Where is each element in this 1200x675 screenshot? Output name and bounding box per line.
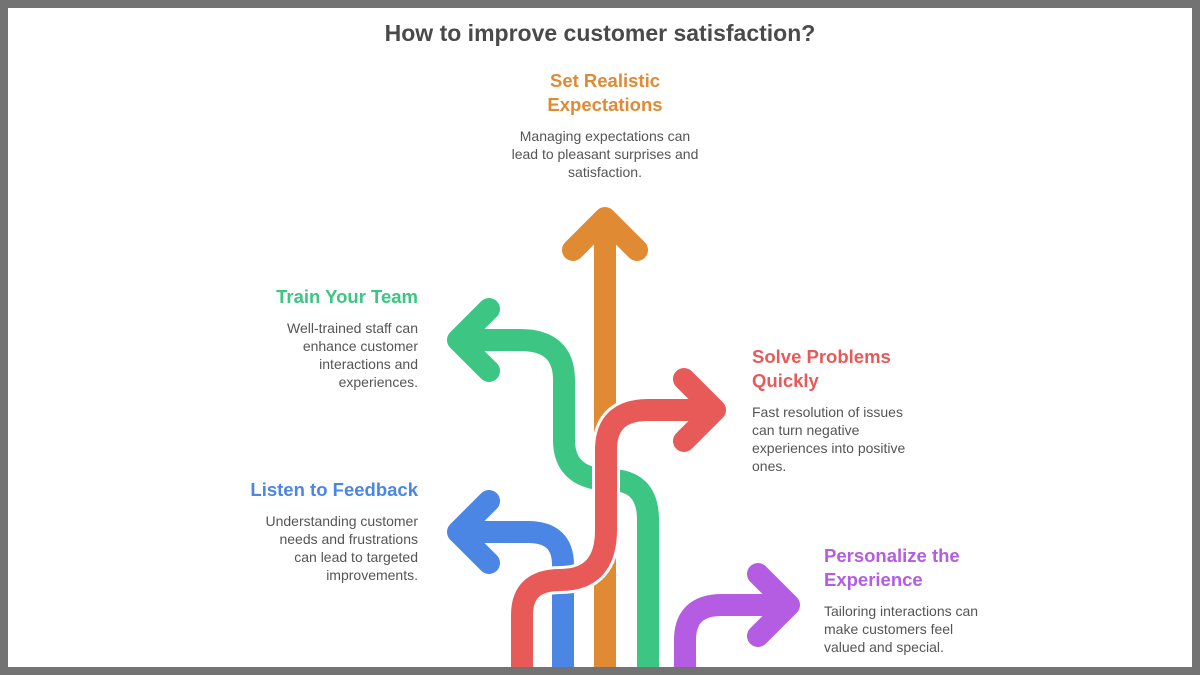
item-set-realistic-expectations: Set Realistic Expectations Managing expe… bbox=[470, 69, 740, 181]
description-line: Fast resolution of issues bbox=[752, 404, 903, 420]
red-right-arrow-icon bbox=[508, 368, 726, 667]
item-description: Managing expectations can lead to pleasa… bbox=[470, 127, 740, 181]
heading-line: Set Realistic bbox=[549, 70, 661, 91]
purple-right-arrow-icon bbox=[674, 563, 800, 667]
description-line: needs and frustrations bbox=[279, 531, 418, 547]
item-heading: Listen to Feedback bbox=[250, 479, 418, 500]
description-line: interactions and bbox=[319, 356, 418, 372]
heading-line: Experience bbox=[824, 569, 923, 590]
description-line: Managing expectations can bbox=[519, 128, 691, 144]
description-line: can lead to targeted bbox=[294, 549, 418, 565]
diagram-title: How to improve customer satisfaction? bbox=[384, 20, 816, 46]
item-heading: Set Realistic Expectations bbox=[470, 69, 740, 117]
item-description: Tailoring interactions can make customer… bbox=[824, 602, 1044, 656]
description-line: can turn negative bbox=[752, 422, 860, 438]
arrows-graphic bbox=[447, 207, 800, 667]
description-line: enhance customer bbox=[302, 338, 418, 354]
heading-line: Quickly bbox=[752, 370, 819, 391]
description-line: experiences. bbox=[338, 374, 418, 390]
description-line: ones. bbox=[752, 458, 787, 474]
description-line: Well-trained staff can bbox=[287, 320, 418, 336]
description-line: Tailoring interactions can bbox=[824, 603, 979, 619]
green-left-arrow-icon bbox=[447, 298, 662, 667]
item-personalize-the-experience: Personalize the Experience Tailoring int… bbox=[824, 544, 1044, 656]
description-line: valued and special. bbox=[824, 639, 944, 655]
item-description: Understanding customer needs and frustra… bbox=[198, 512, 418, 584]
item-heading: Train Your Team bbox=[276, 286, 418, 307]
item-heading: Personalize the Experience bbox=[824, 544, 1044, 592]
description-line: Understanding customer bbox=[265, 513, 418, 529]
item-description: Well-trained staff can enhance customer … bbox=[208, 319, 418, 391]
description-line: satisfaction. bbox=[568, 164, 642, 180]
heading-line: Personalize the bbox=[824, 545, 960, 566]
diagram-canvas: How to improve customer satisfaction? bbox=[8, 8, 1192, 667]
description-line: experiences into positive bbox=[752, 440, 906, 456]
description-line: improvements. bbox=[326, 567, 418, 583]
description-line: lead to pleasant surprises and bbox=[511, 146, 699, 162]
item-description: Fast resolution of issues can turn negat… bbox=[752, 403, 972, 475]
description-line: make customers feel bbox=[824, 621, 954, 637]
heading-line: Expectations bbox=[547, 94, 663, 115]
heading-line: Solve Problems bbox=[752, 346, 891, 367]
item-train-your-team: Train Your Team Well-trained staff can e… bbox=[208, 285, 418, 391]
item-heading: Solve Problems Quickly bbox=[752, 345, 972, 393]
item-solve-problems-quickly: Solve Problems Quickly Fast resolution o… bbox=[752, 345, 972, 475]
blue-left-arrow-icon bbox=[447, 490, 577, 667]
item-listen-to-feedback: Listen to Feedback Understanding custome… bbox=[198, 478, 418, 584]
